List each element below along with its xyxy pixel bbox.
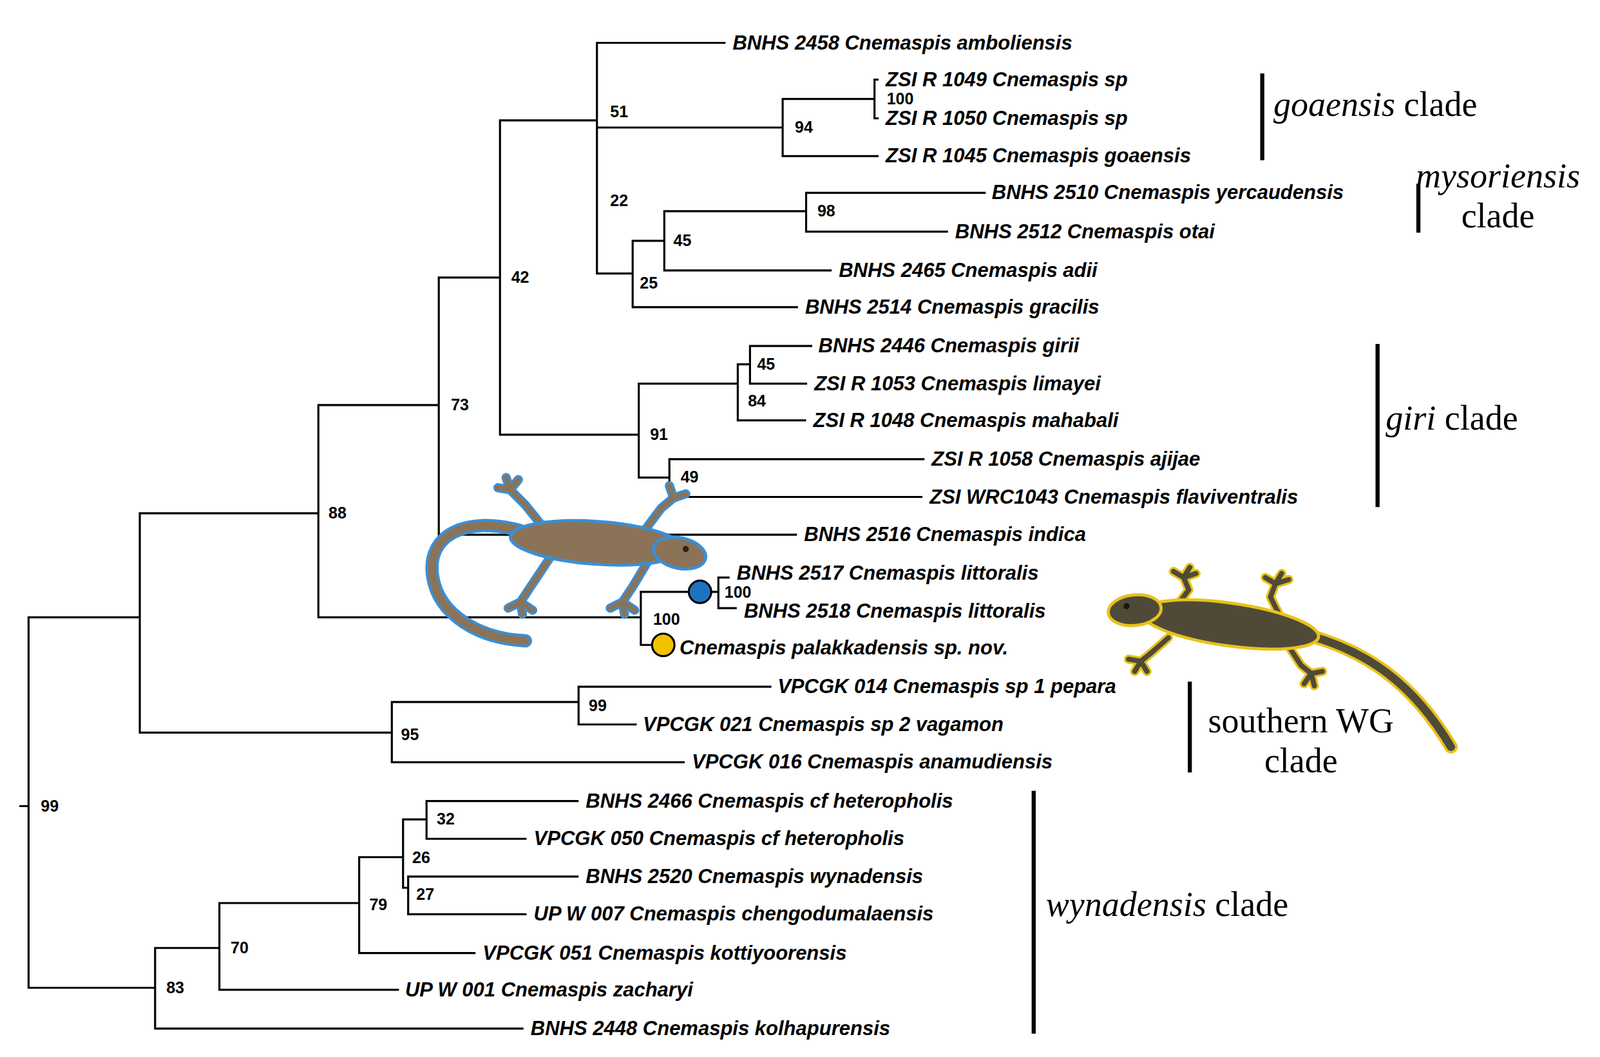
bootstrap-value: 88 bbox=[328, 504, 347, 523]
bootstrap-value: 22 bbox=[609, 191, 629, 210]
taxon-label: BNHS 2514 Cnemaspis gracilis bbox=[805, 296, 1100, 319]
gecko-head bbox=[650, 532, 709, 574]
bootstrap-value: 94 bbox=[794, 118, 813, 137]
taxon-label: BNHS 2465 Cnemaspis adii bbox=[838, 259, 1097, 282]
bootstrap-value: 91 bbox=[649, 425, 668, 444]
bootstrap-value: 100 bbox=[886, 90, 915, 109]
clade-name: wynadensis bbox=[1046, 885, 1207, 924]
taxon-label: BNHS 2520 Cnemaspis wynadensis bbox=[585, 865, 924, 888]
taxon-label: UP W 007 Cnemaspis chengodumalaensis bbox=[533, 903, 934, 925]
taxon-label: Cnemaspis palakkadensis sp. nov. bbox=[679, 637, 1009, 659]
taxon-label: ZSI R 1050 Cnemaspis sp bbox=[885, 107, 1128, 130]
taxon-label: ZSI R 1049 Cnemaspis sp bbox=[885, 68, 1128, 91]
gecko-leg bbox=[1128, 567, 1323, 686]
clade-label: wynadensis clade bbox=[1046, 885, 1289, 924]
bootstrap-value: 99 bbox=[588, 697, 607, 716]
taxon-label: BNHS 2458 Cnemaspis amboliensis bbox=[732, 31, 1072, 54]
clade-bars bbox=[1033, 73, 1419, 1034]
clade-label: goaensis clade bbox=[1273, 85, 1477, 124]
bootstrap-value: 45 bbox=[673, 231, 692, 250]
bootstrap-value: 25 bbox=[639, 275, 658, 294]
taxon-label: VPCGK 050 Cnemaspis cf heteropholis bbox=[533, 827, 905, 850]
gecko-body bbox=[1137, 590, 1322, 659]
taxon-label: ZSI R 1045 Cnemaspis goaensis bbox=[885, 144, 1191, 167]
gecko-leg bbox=[1128, 567, 1323, 686]
clade-label: southern WG clade bbox=[1194, 700, 1408, 781]
bootstrap-value: 100 bbox=[724, 584, 752, 603]
bootstrap-value: 79 bbox=[369, 895, 388, 915]
clade-label: mysoriensis clade bbox=[1401, 155, 1595, 236]
tree-group bbox=[20, 43, 1452, 1034]
taxon-label: BNHS 2516 Cnemaspis indica bbox=[803, 523, 1086, 546]
bootstrap-value: 32 bbox=[436, 810, 455, 829]
taxon-label: VPCGK 016 Cnemaspis anamudiensis bbox=[691, 751, 1053, 773]
clade-name: goaensis bbox=[1273, 85, 1396, 124]
taxon-label: BNHS 2512 Cnemaspis otai bbox=[955, 220, 1215, 243]
bootstrap-value: 95 bbox=[401, 725, 420, 744]
clade-marker bbox=[688, 580, 712, 603]
bootstrap-value: 83 bbox=[166, 979, 185, 998]
bootstrap-value: 42 bbox=[511, 268, 530, 287]
gecko-illustration bbox=[432, 477, 710, 641]
taxon-label: BNHS 2448 Cnemaspis kolhapurensis bbox=[530, 1017, 891, 1040]
bootstrap-value: 49 bbox=[680, 468, 699, 487]
taxon-label: VPCGK 051 Cnemaspis kottiyoorensis bbox=[482, 942, 847, 965]
bootstrap-value: 98 bbox=[817, 202, 836, 221]
taxon-label: BNHS 2510 Cnemaspis yercaudensis bbox=[991, 181, 1344, 204]
taxon-label: VPCGK 021 Cnemaspis sp 2 vagamon bbox=[642, 713, 1004, 736]
bootstrap-value: 45 bbox=[756, 355, 775, 374]
gecko-eye bbox=[1123, 602, 1130, 610]
taxon-label: ZSI R 1058 Cnemaspis ajijae bbox=[931, 448, 1200, 471]
taxon-label: BNHS 2518 Cnemaspis littoralis bbox=[743, 600, 1047, 623]
bootstrap-value: 26 bbox=[412, 849, 431, 868]
taxon-label: ZSI R 1048 Cnemaspis mahabali bbox=[813, 409, 1119, 432]
taxon-label: BNHS 2466 Cnemaspis cf heteropholis bbox=[585, 790, 953, 813]
clade-marker bbox=[651, 633, 675, 657]
bootstrap-value: 51 bbox=[609, 103, 629, 122]
clade-name: mysoriensis bbox=[1415, 156, 1581, 196]
taxon-label: ZSI R 1053 Cnemaspis limayei bbox=[814, 372, 1101, 395]
bootstrap-value: 99 bbox=[40, 797, 59, 816]
gecko-legs bbox=[1128, 567, 1323, 686]
taxon-label: ZSI WRC1043 Cnemaspis flaviventralis bbox=[929, 485, 1298, 508]
gecko-head bbox=[1106, 591, 1163, 629]
taxon-label: VPCGK 014 Cnemaspis sp 1 pepara bbox=[777, 675, 1117, 698]
bootstrap-value: 70 bbox=[230, 939, 249, 958]
bootstrap-value: 100 bbox=[653, 610, 681, 629]
taxon-label: BNHS 2446 Cnemaspis girii bbox=[818, 334, 1080, 357]
bootstrap-value: 27 bbox=[416, 886, 435, 905]
bootstrap-value: 84 bbox=[747, 392, 766, 411]
gecko-eye bbox=[682, 546, 690, 553]
taxon-label: UP W 001 Cnemaspis zacharyi bbox=[405, 979, 694, 1001]
bootstrap-value: 73 bbox=[450, 396, 469, 415]
taxon-label: BNHS 2517 Cnemaspis littoralis bbox=[736, 562, 1039, 585]
clade-label: giri clade bbox=[1385, 399, 1518, 438]
clade-name: giri bbox=[1385, 398, 1436, 438]
